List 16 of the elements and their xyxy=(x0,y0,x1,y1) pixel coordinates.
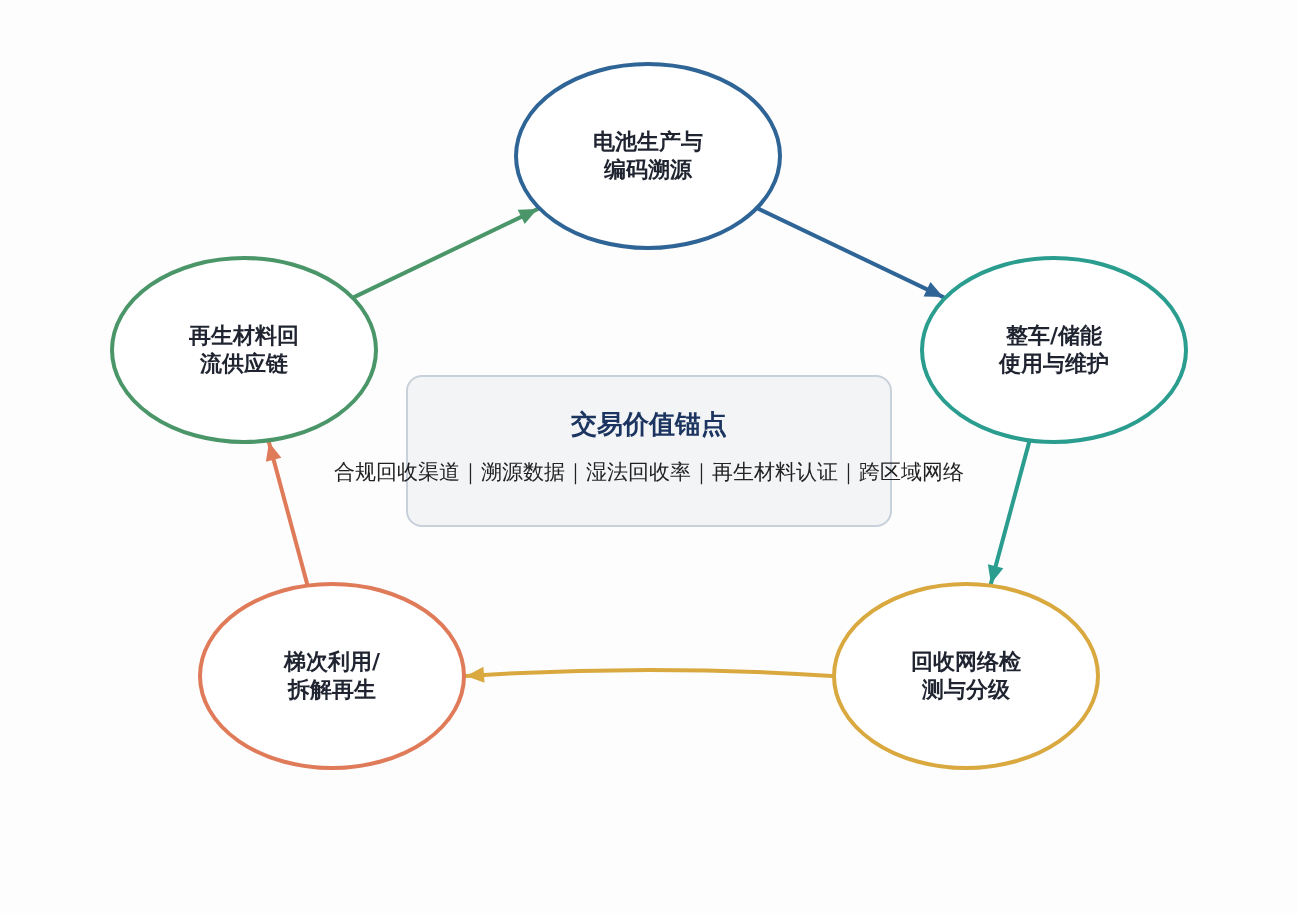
panel-text: 合规回收渠道｜溯源数据｜湿法回收率｜再生材料认证｜跨区域网络 xyxy=(334,458,964,486)
stage-ellipse xyxy=(514,62,782,250)
stage-label: 回收网络检测与分级 xyxy=(910,648,1022,704)
arrow xyxy=(987,440,1032,586)
stage-ellipse xyxy=(920,256,1188,444)
stage-ellipse xyxy=(832,582,1100,770)
stage-label: 电池生产与编码溯源 xyxy=(592,128,704,184)
stage-ellipse xyxy=(198,582,466,770)
stage-label: 梯次利用/拆解再生 xyxy=(282,648,381,704)
arrow xyxy=(352,207,540,299)
panel-title: 交易价值锚点 xyxy=(571,407,727,441)
stage-ellipse xyxy=(110,256,378,444)
arrow xyxy=(265,440,310,586)
stage-label: 整车/储能使用与维护 xyxy=(997,322,1110,378)
arrow xyxy=(756,206,946,300)
stage-label: 再生材料回流供应链 xyxy=(188,322,300,378)
